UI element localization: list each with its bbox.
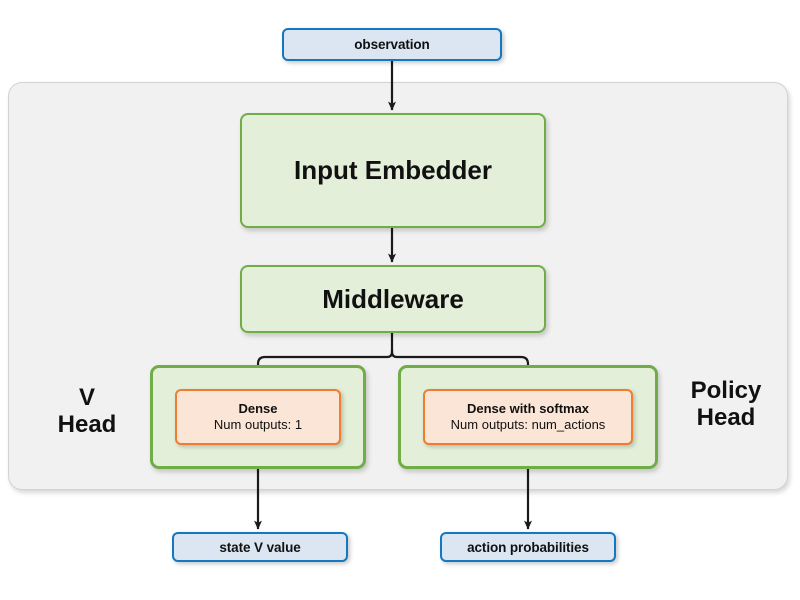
dense-softmax-layer-node[interactable]: Dense with softmax Num outputs: num_acti… <box>423 389 633 445</box>
policy-head-label: Policy Head <box>664 377 788 432</box>
dense-softmax-layer-title: Dense with softmax <box>466 400 590 416</box>
v-head-label: V Head <box>34 384 140 439</box>
dense-layer-title: Dense <box>238 400 278 416</box>
v-head-label-line2: Head <box>57 410 117 438</box>
action-probabilities-node[interactable]: action probabilities <box>440 532 616 562</box>
dense-softmax-layer-subtitle: Num outputs: num_actions <box>450 417 606 432</box>
middleware-label: Middleware <box>322 283 464 314</box>
state-v-value-node[interactable]: state V value <box>172 532 348 562</box>
observation-node[interactable]: observation <box>282 28 502 61</box>
input-embedder-label: Input Embedder <box>294 155 492 185</box>
policy-head-label-line1: Policy <box>690 377 762 404</box>
state-v-value-label: state V value <box>219 539 301 555</box>
policy-head-label-line2: Head <box>696 403 756 431</box>
v-head-label-line1: V <box>78 384 95 411</box>
dense-layer-node[interactable]: Dense Num outputs: 1 <box>175 389 341 445</box>
dense-layer-subtitle: Num outputs: 1 <box>213 417 303 432</box>
input-embedder-node[interactable]: Input Embedder <box>240 113 546 228</box>
middleware-node[interactable]: Middleware <box>240 265 546 333</box>
observation-label: observation <box>354 37 430 52</box>
action-probabilities-label: action probabilities <box>467 539 589 555</box>
